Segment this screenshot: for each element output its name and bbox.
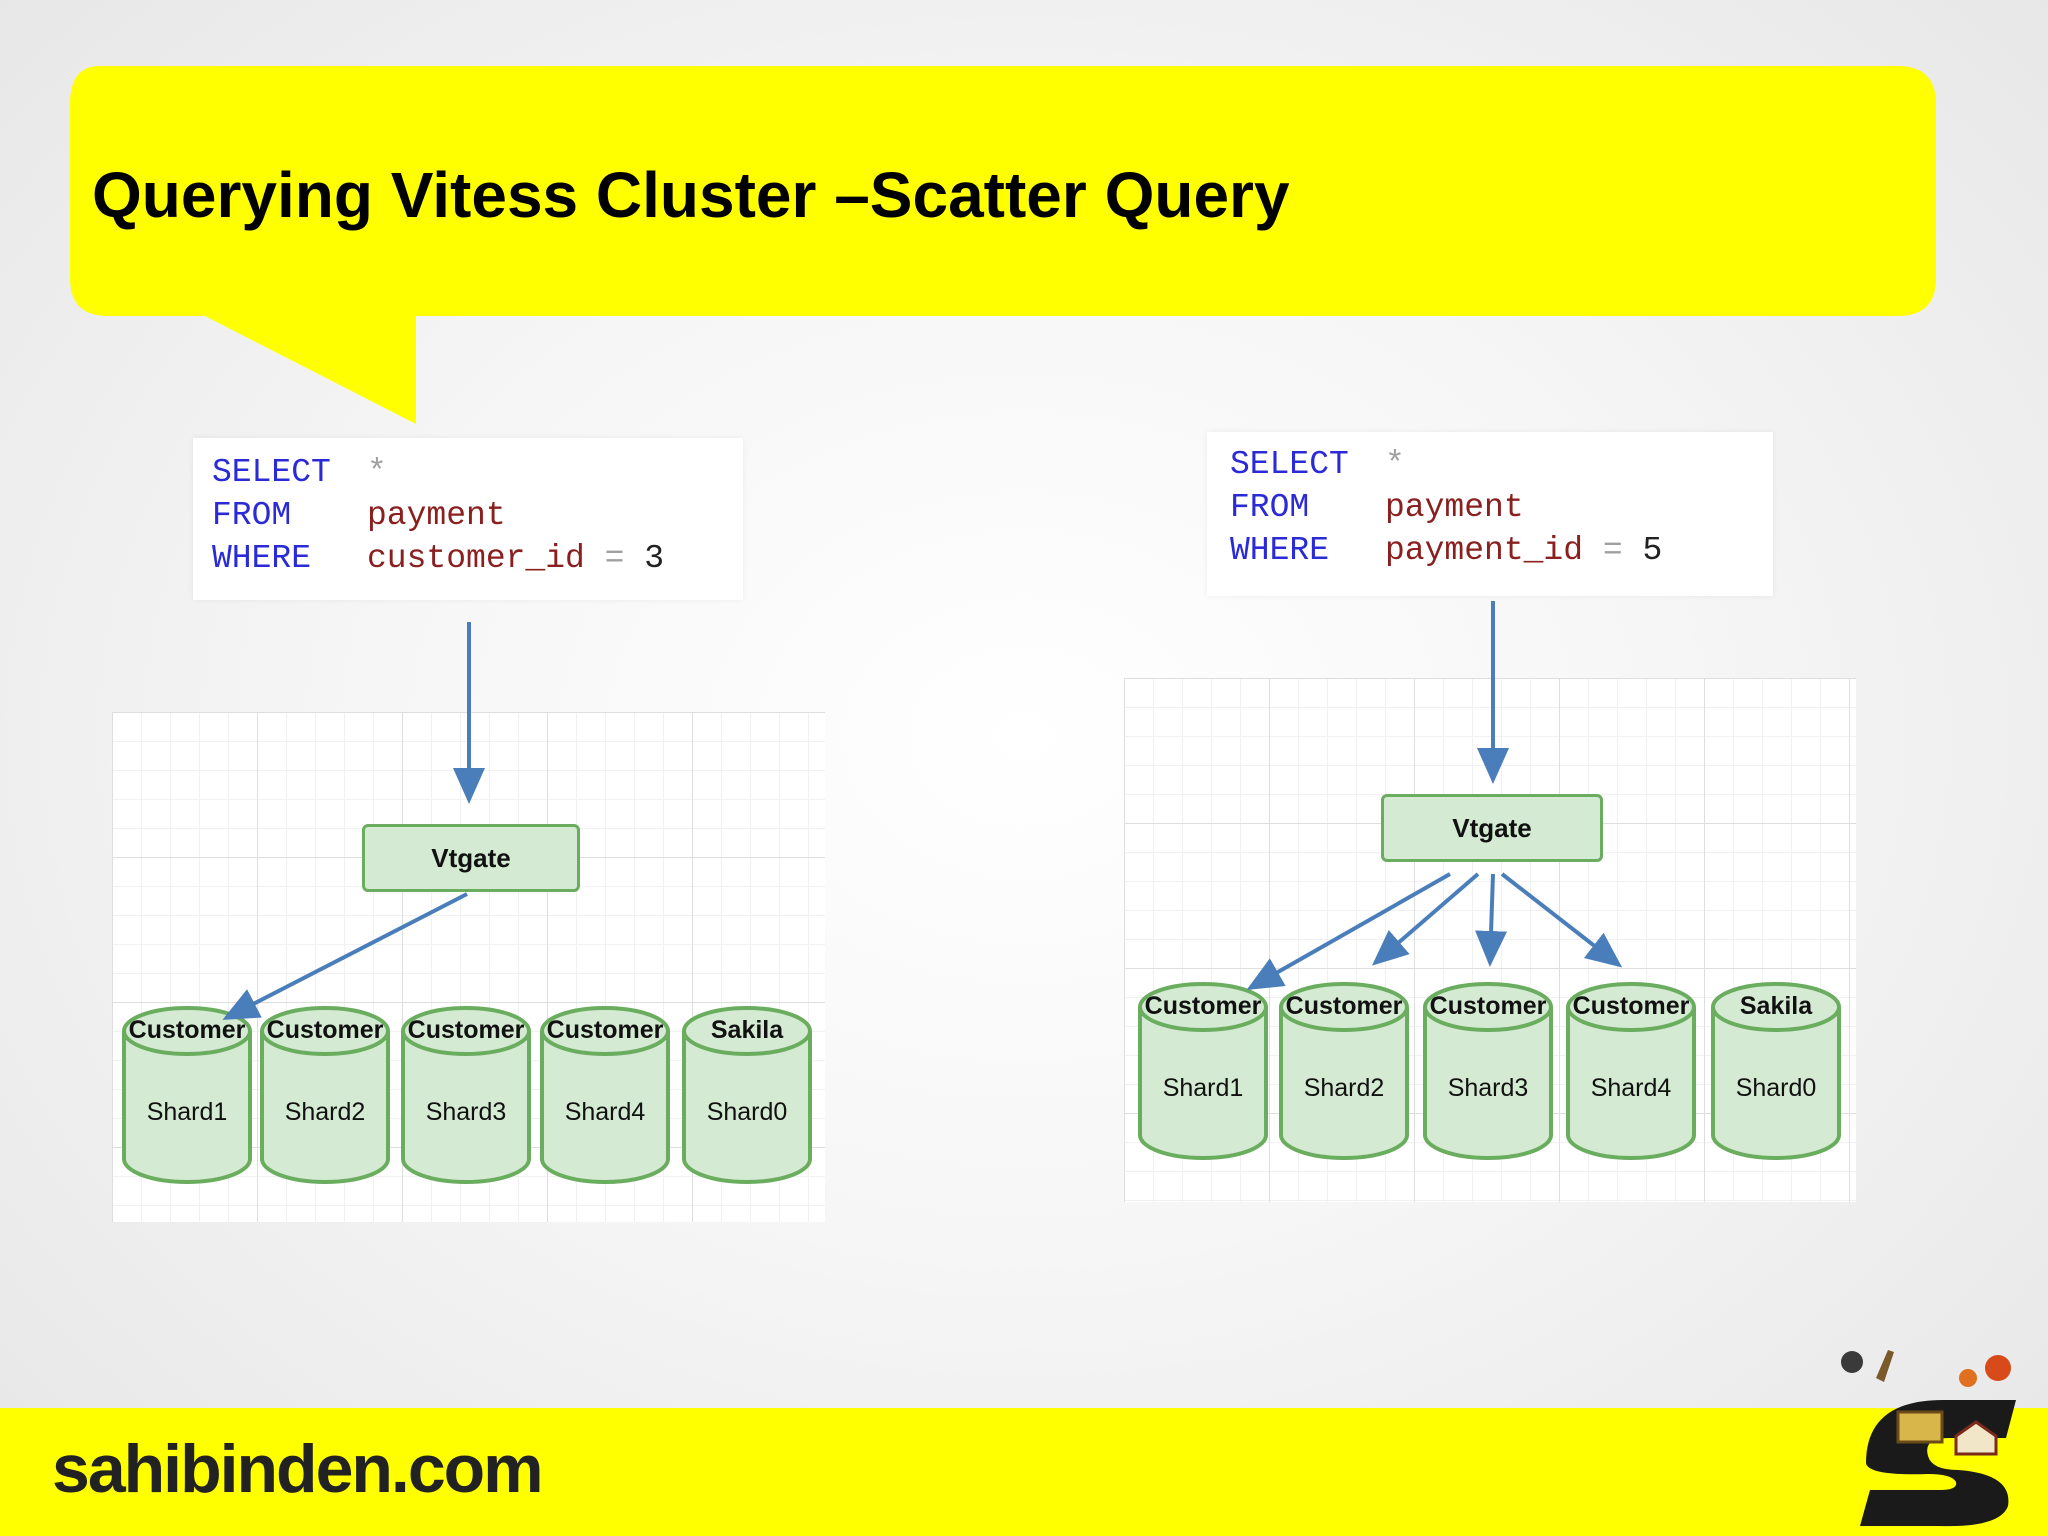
shard-name: Shard3 [1447, 1074, 1529, 1102]
shard-node: Customer Shard3 [1423, 982, 1553, 1160]
logo-icon [1841, 1350, 2016, 1527]
shard-node: Customer Shard4 [1566, 982, 1696, 1160]
shard-name: Shard4 [1590, 1074, 1672, 1102]
arrow-vtgate-to-shard2 [1371, 872, 1480, 966]
shard-node: Customer Shard2 [260, 1006, 390, 1184]
arrow-vtgate-to-shard1 [1246, 872, 1451, 990]
shard-title: Customer [128, 1016, 246, 1044]
footer-bar [0, 1408, 2048, 1536]
shard-name: Shard2 [1303, 1074, 1385, 1102]
shard-name: Shard1 [146, 1098, 228, 1126]
shard-title: Customer [1285, 992, 1403, 1020]
shard-node: Customer Shard1 [1138, 982, 1268, 1160]
title-callout [70, 66, 1936, 424]
shard-title: Customer [546, 1016, 664, 1044]
sql-select-line: SELECT* [1230, 446, 1405, 483]
shard-node: Sakila Shard0 [682, 1006, 812, 1184]
shard-node: Customer Shard3 [401, 1006, 531, 1184]
shard-title: Sakila [710, 1016, 784, 1044]
shard-node: Customer Shard4 [540, 1006, 670, 1184]
shard-name: Shard0 [706, 1098, 788, 1126]
arrow-vtgate-to-shard4 [1500, 872, 1623, 968]
arrow-vtgate-to-shard1 [222, 892, 468, 1020]
shard-name: Shard2 [284, 1098, 366, 1126]
shard-title: Customer [407, 1016, 525, 1044]
brand-name: sahibinden.com [52, 1431, 544, 1507]
slide-title: Querying Vitess Cluster –Scatter Query [92, 159, 1290, 231]
shard-title: Sakila [1739, 992, 1813, 1020]
shard-name: Shard4 [564, 1098, 646, 1126]
shard-node: Customer Shard1 [122, 1006, 252, 1184]
shard-title: Customer [1429, 992, 1547, 1020]
shard-name: Shard3 [425, 1098, 507, 1126]
sql-select-line: SELECT* [212, 454, 387, 491]
shard-node: Customer Shard2 [1279, 982, 1409, 1160]
vtgate-node: Vtgate [362, 824, 580, 892]
shard-name: Shard0 [1735, 1074, 1817, 1102]
shard-node: Sakila Shard0 [1711, 982, 1841, 1160]
arrow-vtgate-to-shard3 [1475, 873, 1508, 967]
shard-title: Customer [1572, 992, 1690, 1020]
shard-title: Customer [266, 1016, 384, 1044]
vtgate-node: Vtgate [1381, 794, 1603, 862]
shard-name: Shard1 [1162, 1074, 1244, 1102]
shard-title: Customer [1144, 992, 1262, 1020]
